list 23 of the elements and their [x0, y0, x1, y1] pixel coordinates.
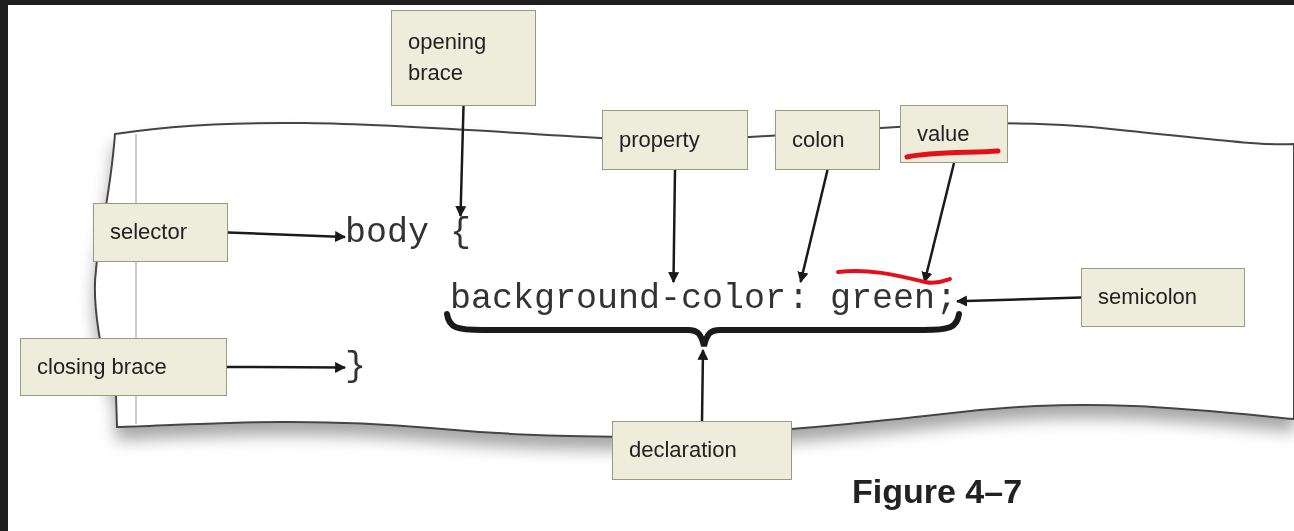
code-text: body [345, 216, 429, 251]
label-box: value [900, 105, 1008, 163]
code-text: } [345, 350, 366, 385]
code-text: { [450, 216, 471, 251]
arrow [668, 170, 680, 284]
code-text: : [788, 282, 809, 317]
label-box: selector [93, 203, 228, 262]
code-text: green [830, 282, 936, 317]
label-box: opening brace [391, 10, 536, 106]
label-box: property [602, 110, 748, 170]
arrow [227, 361, 347, 373]
arrow [697, 348, 709, 421]
code-text: background-color [450, 282, 787, 317]
label-box: closing brace [20, 338, 227, 396]
arrow [955, 295, 1082, 307]
code-text: ; [936, 282, 957, 317]
arrow [797, 169, 829, 284]
label-box: semicolon [1081, 268, 1245, 327]
label-box: colon [775, 110, 880, 170]
label-box: declaration [612, 421, 792, 480]
arrow [455, 105, 467, 218]
figure-caption: Figure 4–7 [852, 472, 1023, 511]
arrow [227, 231, 347, 243]
